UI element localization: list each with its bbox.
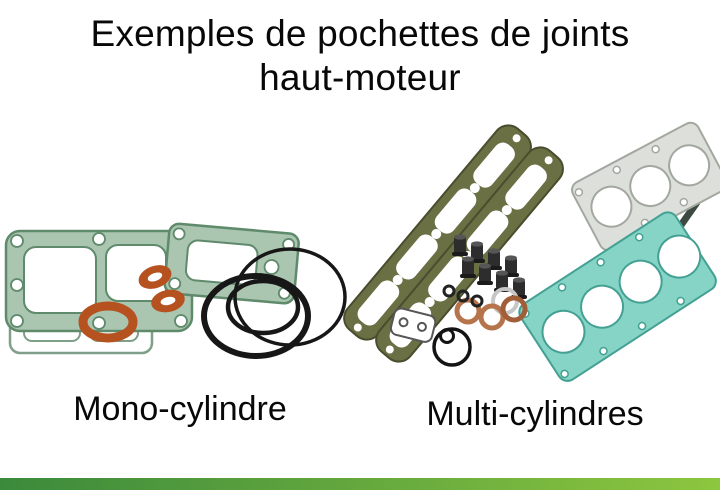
footer-green-bar — [0, 478, 720, 490]
head-gasket-gray — [571, 121, 720, 252]
exhaust-gaskets-orange — [78, 265, 185, 343]
caption-mono-cylindre: Mono-cylindre — [73, 390, 287, 428]
title-line-1: Exemples de pochettes de joints — [90, 13, 630, 54]
small-gasket-two-holes — [389, 307, 437, 343]
title-line-2: haut-moteur — [259, 56, 461, 98]
o-rings-black — [201, 247, 347, 359]
multi-cylinder-gasket-set — [337, 118, 720, 382]
o-ring-large — [432, 327, 472, 367]
head-gasket-teal — [518, 211, 717, 382]
small-o-rings — [442, 284, 484, 308]
caption-multi-cylindres: Multi-cylindres — [426, 395, 644, 433]
mono-cylinder-gasket-set — [4, 222, 347, 359]
gasket-kits-photo — [4, 118, 720, 382]
base-gasket-green — [4, 229, 194, 333]
page-title: Exemples de pochettes de joints haut-mot… — [0, 12, 720, 99]
